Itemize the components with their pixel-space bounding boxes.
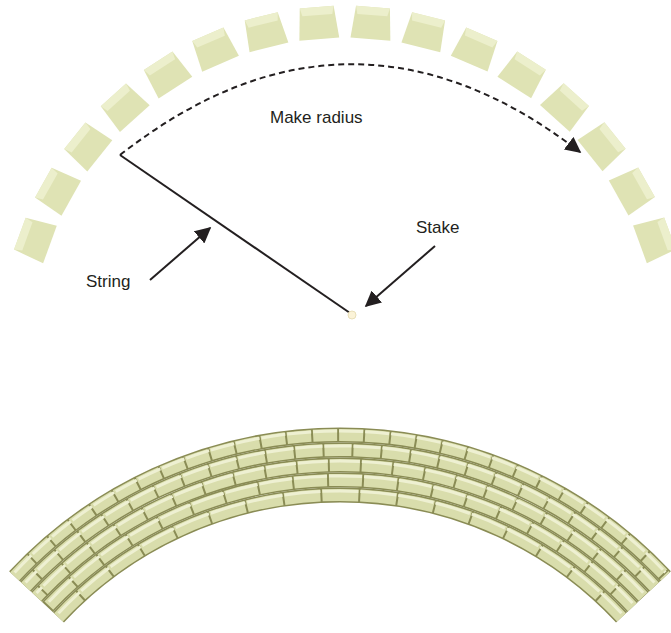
- wall-course-highlight: [59, 491, 622, 613]
- block-face: [141, 50, 192, 99]
- block-top: [631, 167, 655, 201]
- stone-block: [189, 26, 238, 71]
- stone-block: [401, 11, 448, 52]
- block-top: [300, 6, 335, 17]
- label: String: [86, 272, 130, 292]
- stone-blocks: [13, 6, 671, 264]
- stone-block: [297, 6, 339, 41]
- stone-block: [242, 11, 289, 52]
- stake: [348, 311, 356, 319]
- block-top: [410, 12, 445, 28]
- block-top: [558, 83, 589, 112]
- stone-block: [141, 50, 192, 99]
- block-face: [609, 165, 657, 216]
- leader-stake: [366, 246, 435, 306]
- block-top: [657, 217, 671, 252]
- block-top: [598, 122, 626, 154]
- block-top: [192, 28, 226, 49]
- block-face: [13, 215, 57, 264]
- block-top: [144, 52, 177, 77]
- stone-block: [13, 215, 57, 264]
- block-face: [242, 11, 289, 52]
- stone-block: [540, 81, 591, 132]
- wall-course: [59, 495, 622, 617]
- block-top: [35, 168, 59, 202]
- stone-block: [451, 26, 500, 71]
- string-line: [120, 155, 350, 313]
- block-face: [578, 120, 628, 171]
- block-top: [513, 51, 546, 76]
- stone-block: [350, 6, 392, 41]
- block-face: [99, 82, 150, 133]
- stone-block: [34, 165, 81, 216]
- stone-block: [62, 120, 112, 171]
- block-face: [497, 50, 548, 99]
- block-face: [62, 120, 112, 171]
- stone-block: [578, 120, 628, 171]
- block-face: [451, 26, 500, 71]
- block-top: [14, 218, 33, 253]
- block-face: [401, 11, 448, 52]
- radius-arc: [120, 64, 580, 155]
- block-face: [540, 81, 591, 132]
- label: Stake: [416, 218, 459, 238]
- stone-block: [99, 82, 150, 133]
- stone-block: [497, 50, 548, 99]
- block-face: [350, 6, 392, 41]
- leader-string: [150, 228, 210, 280]
- block-top: [245, 12, 280, 28]
- stone-wall: [15, 431, 666, 617]
- block-top: [101, 84, 132, 113]
- block-face: [189, 26, 238, 71]
- block-face: [34, 165, 81, 216]
- block-top: [355, 6, 390, 17]
- stone-block: [633, 215, 671, 264]
- block-top: [64, 123, 92, 155]
- stone-block: [609, 165, 657, 216]
- block-face: [633, 215, 671, 264]
- label: Make radius: [270, 108, 363, 128]
- block-face: [297, 6, 339, 41]
- block-top: [463, 27, 497, 48]
- wall-course-shadow: [59, 495, 622, 617]
